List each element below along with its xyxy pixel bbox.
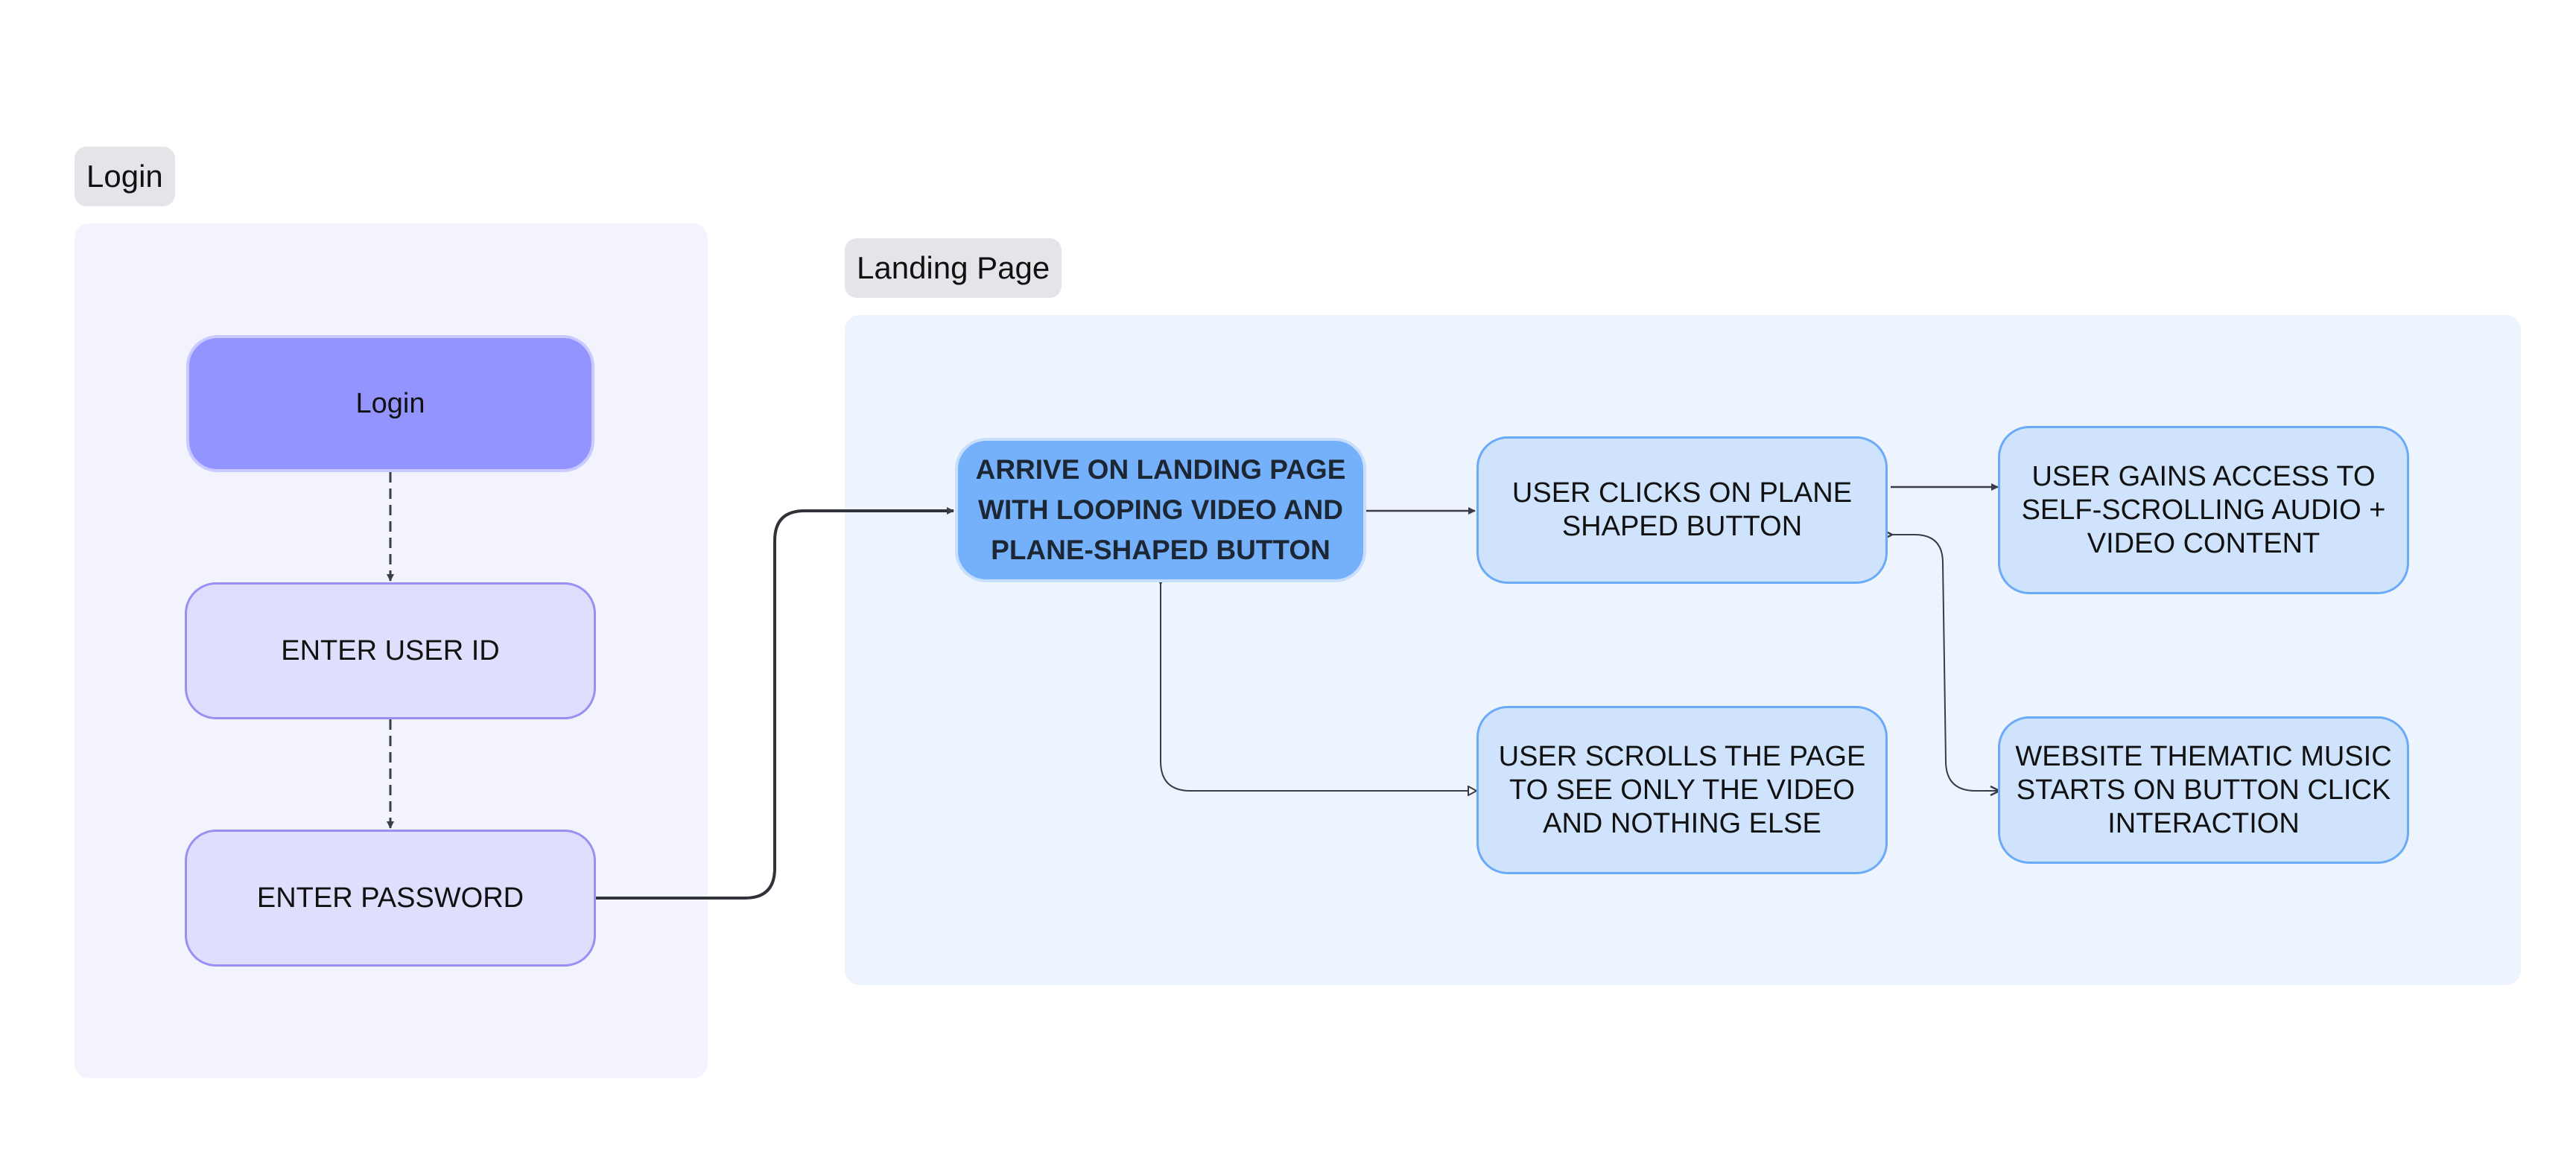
node-login[interactable]: Login [186,335,594,472]
node-enter-user-id[interactable]: ENTER USER ID [185,582,596,719]
node-enter-password[interactable]: ENTER PASSWORD [185,830,596,967]
node-user-clicks-plane-button[interactable]: USER CLICKS ON PLANE SHAPED BUTTON [1476,436,1888,584]
node-user-gains-access[interactable]: USER GAINS ACCESS TO SELF-SCROLLING AUDI… [1998,426,2409,594]
node-website-thematic-music[interactable]: WEBSITE THEMATIC MUSIC STARTS ON BUTTON … [1998,716,2409,864]
connector-clicks-to-music [1892,535,1999,791]
login-group-label: Login [74,147,175,206]
node-user-scrolls-page[interactable]: USER SCROLLS THE PAGE TO SEE ONLY THE VI… [1476,706,1888,874]
landing-page-group-label: Landing Page [845,238,1062,298]
connector-password-to-landing [596,507,954,900]
node-arrive-landing-page[interactable]: ARRIVE ON LANDING PAGE WITH LOOPING VIDE… [955,438,1366,582]
connector-arrive-to-scrolls [1161,584,1476,791]
